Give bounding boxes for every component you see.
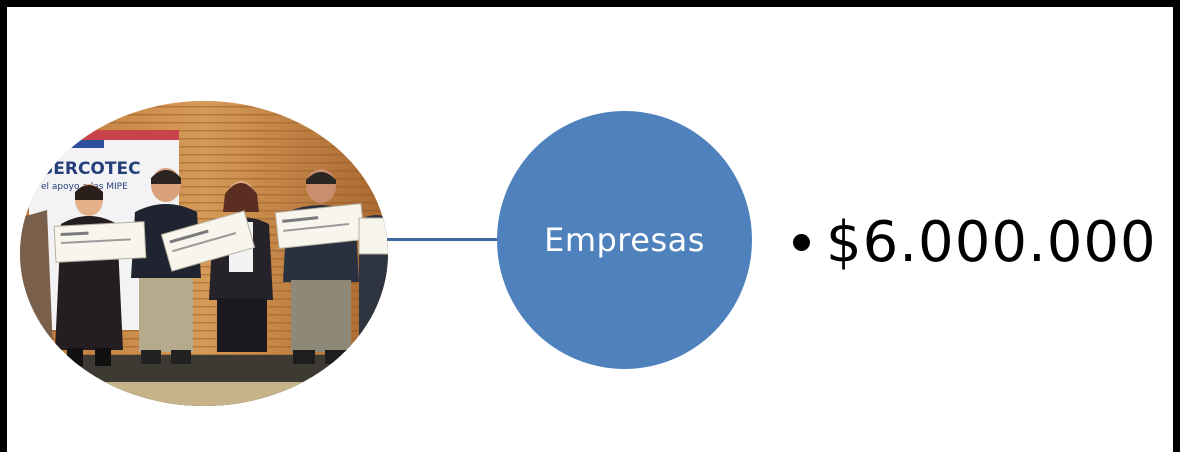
award-ceremony-photo: SERCOTEC el apoyo a las MIPE (20, 101, 388, 406)
connector-line (387, 238, 499, 241)
bullet-item: $6.000.000 (793, 202, 1157, 282)
bullet-dot-icon (793, 233, 810, 251)
empresas-node: Empresas (497, 111, 752, 369)
node-label: Empresas (544, 221, 705, 259)
amount-text: $6.000.000 (826, 209, 1157, 275)
banner-text: SERCOTEC (41, 159, 141, 179)
